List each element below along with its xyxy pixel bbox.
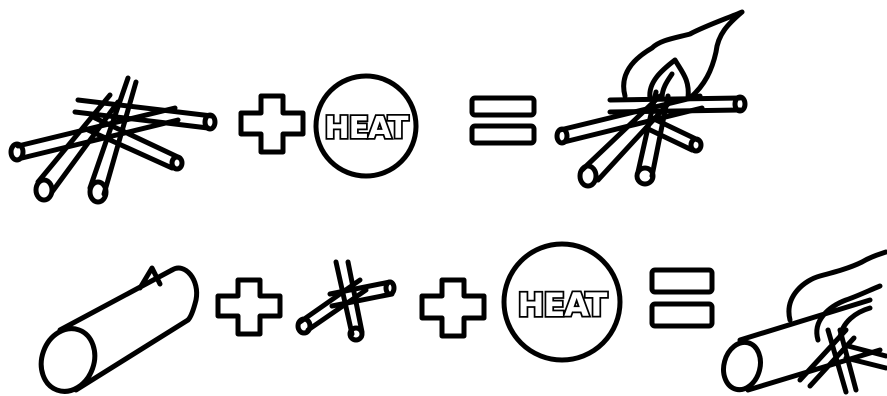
kindling-sticks-icon <box>11 78 215 202</box>
plus-icon <box>218 280 280 334</box>
heat-badge-icon: HEAT <box>316 76 416 176</box>
plus-icon <box>422 280 484 336</box>
equation-row-2: HEAT <box>33 244 886 396</box>
log-icon <box>33 268 197 396</box>
heat-badge-icon: HEAT <box>504 244 620 360</box>
equals-icon <box>652 270 712 326</box>
heat-label: HEAT <box>518 286 608 324</box>
equation-row-1: HEAT <box>11 12 745 202</box>
burning-log-icon <box>718 252 886 394</box>
small-kindling-icon <box>298 262 394 340</box>
burning-kindling-icon <box>557 12 745 186</box>
plus-icon <box>241 96 303 152</box>
equals-icon <box>472 98 534 143</box>
heat-label: HEAT <box>325 111 409 146</box>
